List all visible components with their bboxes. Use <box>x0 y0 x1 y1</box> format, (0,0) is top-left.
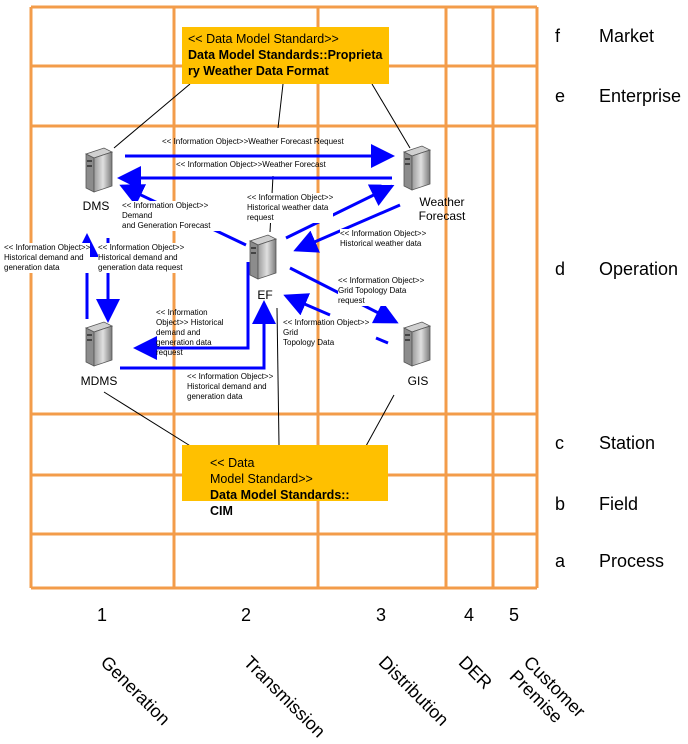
weather-forecast-server-icon[interactable] <box>400 144 434 192</box>
flow-label-mdms-data-request: << Information Object>> Historical deman… <box>156 308 224 357</box>
flow-label-weather-forecast: << Information Object>>Weather Forecast <box>176 160 326 169</box>
cim-standard-stereotype: << Data Model Standard>> <box>210 456 313 486</box>
zone-name-enterprise: Enterprise <box>599 86 682 106</box>
flow-label-historical-data-left: << Information Object>> Historical deman… <box>4 243 91 273</box>
weather-standard-name: Data Model Standards::Proprietary Weathe… <box>188 48 383 78</box>
weather-data-standard-box[interactable]: << Data Model Standard>> Data Model Stan… <box>182 27 389 84</box>
zone-letter-operation: d <box>555 259 566 279</box>
zone-name-process: Process <box>599 551 665 571</box>
mdms-server-icon[interactable] <box>82 320 116 368</box>
flow-label-historical-data: << Information Object>> Historical deman… <box>187 372 274 401</box>
zone-letter-market: f <box>555 26 561 46</box>
cim-standard-box[interactable]: << Data Model Standard>> Data Model Stan… <box>182 445 388 518</box>
domain-number-transmission: 2 <box>241 605 252 625</box>
zone-name-field: Field <box>599 494 639 514</box>
dms-server-icon[interactable] <box>82 146 116 194</box>
domain-number-customer-premise: 5 <box>509 605 520 625</box>
flow-label-grid-topology-request: << Information Object>> Grid Topology Da… <box>338 276 425 306</box>
flow-label-historical-weather-request: << Information Object>> Historical weath… <box>247 193 334 223</box>
domain-number-distribution: 3 <box>376 605 387 625</box>
flow-label-historical-data-request: << Information Object>> Historical deman… <box>98 243 185 273</box>
zone-letter-process: a <box>555 551 566 571</box>
domain-number-generation: 1 <box>97 605 108 625</box>
domain-number-der: 4 <box>464 605 475 625</box>
sgam-grid <box>29 5 539 590</box>
zone-letter-station: c <box>555 433 564 453</box>
flow-label-historical-weather-data: << Information Object>> Historical weath… <box>340 229 427 249</box>
zone-name-operation: Operation <box>599 259 679 279</box>
gis-label: GIS <box>407 374 429 388</box>
dms-label: DMS <box>82 199 110 213</box>
flow-label-weather-forecast-request: << Information Object>>Weather Forecast … <box>162 137 344 146</box>
mdms-label: MDMS <box>80 374 118 388</box>
cim-standard-name: Data Model Standards:: CIM <box>210 488 350 518</box>
zone-letter-field: b <box>555 494 566 514</box>
weather-forecast-label: Weather Forecast <box>418 195 466 223</box>
weather-standard-stereotype: << Data Model Standard>> <box>188 32 339 46</box>
ef-server-icon[interactable] <box>246 233 280 281</box>
flow-label-grid-topology-data: << Information Object>> Grid Topology Da… <box>283 318 370 347</box>
flow-label-demand-generation-forecast: << Information Object>> Demand and Gener… <box>122 201 238 231</box>
zone-name-station: Station <box>599 433 656 453</box>
zone-name-market: Market <box>599 26 655 46</box>
grid-topology-flow <box>283 293 389 345</box>
zone-letter-enterprise: e <box>555 86 566 106</box>
gis-server-icon[interactable] <box>400 320 434 368</box>
ef-label: EF <box>257 288 273 302</box>
information-flows <box>75 144 401 370</box>
